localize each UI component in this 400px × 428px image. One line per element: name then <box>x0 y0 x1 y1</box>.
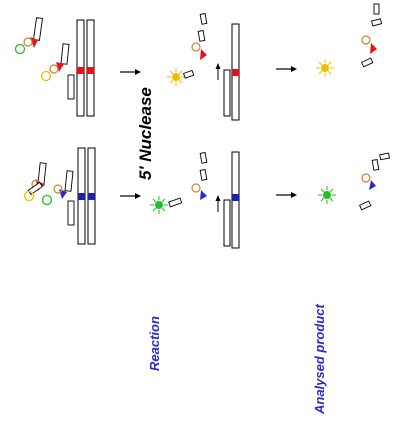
probe-strand <box>32 17 44 41</box>
cleaved-fragment <box>199 13 208 25</box>
cleaved-fragment <box>359 200 372 211</box>
blue-allele-marker <box>232 194 239 201</box>
primer-strand <box>67 200 75 226</box>
red-probe-dye <box>370 43 377 54</box>
arrow-right-icon <box>120 193 141 199</box>
yellow-fluorophore <box>40 70 52 82</box>
orange-quencher <box>191 183 201 193</box>
cleaved-fragment <box>197 30 206 42</box>
cleaved-fragment <box>371 18 383 27</box>
cleaved-fragment <box>371 159 380 171</box>
arrow-up-icon <box>215 195 221 212</box>
green-fluorophore <box>14 43 26 55</box>
starburst-green-icon <box>318 186 336 204</box>
bottom-row-reaction <box>150 151 240 249</box>
orange-quencher <box>361 35 371 45</box>
arrow-up-icon <box>215 63 221 80</box>
blue-probe-dye <box>369 180 376 190</box>
reaction-label: Reaction <box>147 316 162 371</box>
extended-strand <box>223 199 231 247</box>
starburst-yellow-icon <box>316 59 334 77</box>
blue-allele-marker <box>78 193 85 200</box>
bottom-row-initial <box>23 147 96 245</box>
red-probe-dye-2 <box>56 62 64 72</box>
cleaved-fragment <box>182 69 195 79</box>
bottom-row-product <box>318 152 390 211</box>
orange-quencher <box>361 173 371 183</box>
arrow-right-icon <box>276 66 297 72</box>
red-allele-marker <box>87 67 94 74</box>
arrow-right-icon <box>120 69 141 75</box>
cleaved-fragment <box>168 197 183 208</box>
green-fluorophore <box>41 194 53 206</box>
cleaved-fragment <box>373 3 380 15</box>
top-row-product <box>316 3 383 77</box>
probe-strand <box>27 181 44 196</box>
cleaved-fragment <box>199 152 208 164</box>
yellow-fluorophore <box>23 190 35 202</box>
orange-quencher <box>53 184 63 194</box>
arrow-right-icon <box>276 192 297 198</box>
starburst-yellow-icon <box>167 68 185 86</box>
cleaved-fragment <box>199 169 208 181</box>
red-probe-dye <box>200 49 207 60</box>
probe-strand <box>64 170 74 192</box>
blue-probe-dye <box>200 190 207 200</box>
blue-allele-marker <box>88 193 95 200</box>
top-row-reaction <box>167 13 240 121</box>
nuclease-label: 5' Nuclease <box>136 87 155 180</box>
extended-strand <box>223 69 231 117</box>
analysed-product-label: Analysed product <box>312 304 327 414</box>
top-row-initial <box>14 17 95 117</box>
cleaved-fragment <box>379 152 390 161</box>
cleaved-fragment <box>361 57 374 68</box>
orange-quencher <box>23 37 33 47</box>
orange-quencher <box>191 42 201 52</box>
probe-strand <box>60 43 70 65</box>
red-allele-marker <box>232 69 239 76</box>
starburst-green-icon <box>150 196 168 214</box>
orange-quencher-2 <box>49 64 59 74</box>
red-allele-marker <box>77 67 84 74</box>
primer-strand <box>67 74 75 100</box>
